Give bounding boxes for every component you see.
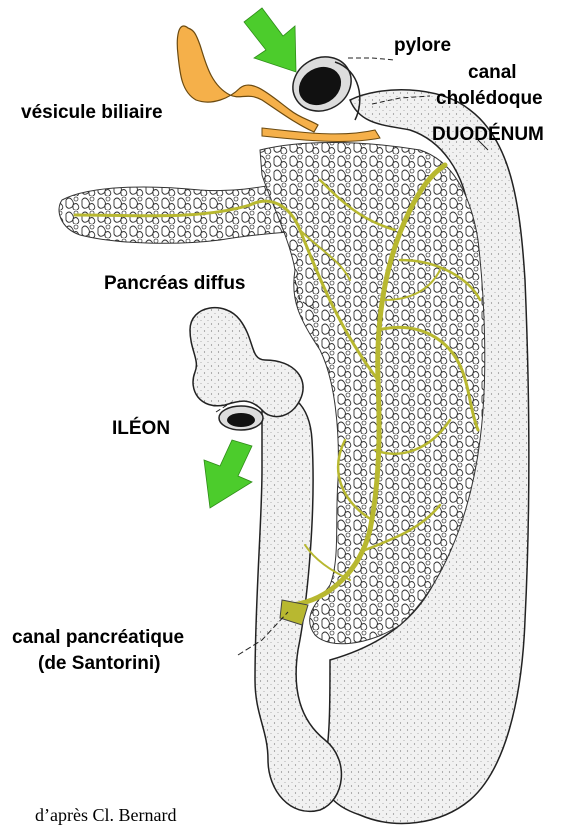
label-canal-choledoque-1: canal <box>468 62 517 84</box>
label-canal-pancreatique-1: canal pancréatique <box>12 627 184 649</box>
label-ileon: ILÉON <box>112 418 170 440</box>
label-vesicule-biliaire: vésicule biliaire <box>21 102 163 124</box>
label-canal-choledoque-2: cholédoque <box>436 88 543 110</box>
source-credit: d’après Cl. Bernard <box>35 805 176 826</box>
ileum-loop <box>190 308 303 417</box>
label-pancreas-diffus: Pancréas diffus <box>104 273 246 295</box>
label-pylore: pylore <box>394 35 451 57</box>
label-duodenum: DUODÉNUM <box>432 124 544 146</box>
bile-duct <box>262 128 380 142</box>
label-canal-pancreatique-2: (de Santorini) <box>38 653 160 675</box>
flow-arrow-bottom <box>204 440 252 508</box>
flow-arrow-top <box>244 8 296 72</box>
